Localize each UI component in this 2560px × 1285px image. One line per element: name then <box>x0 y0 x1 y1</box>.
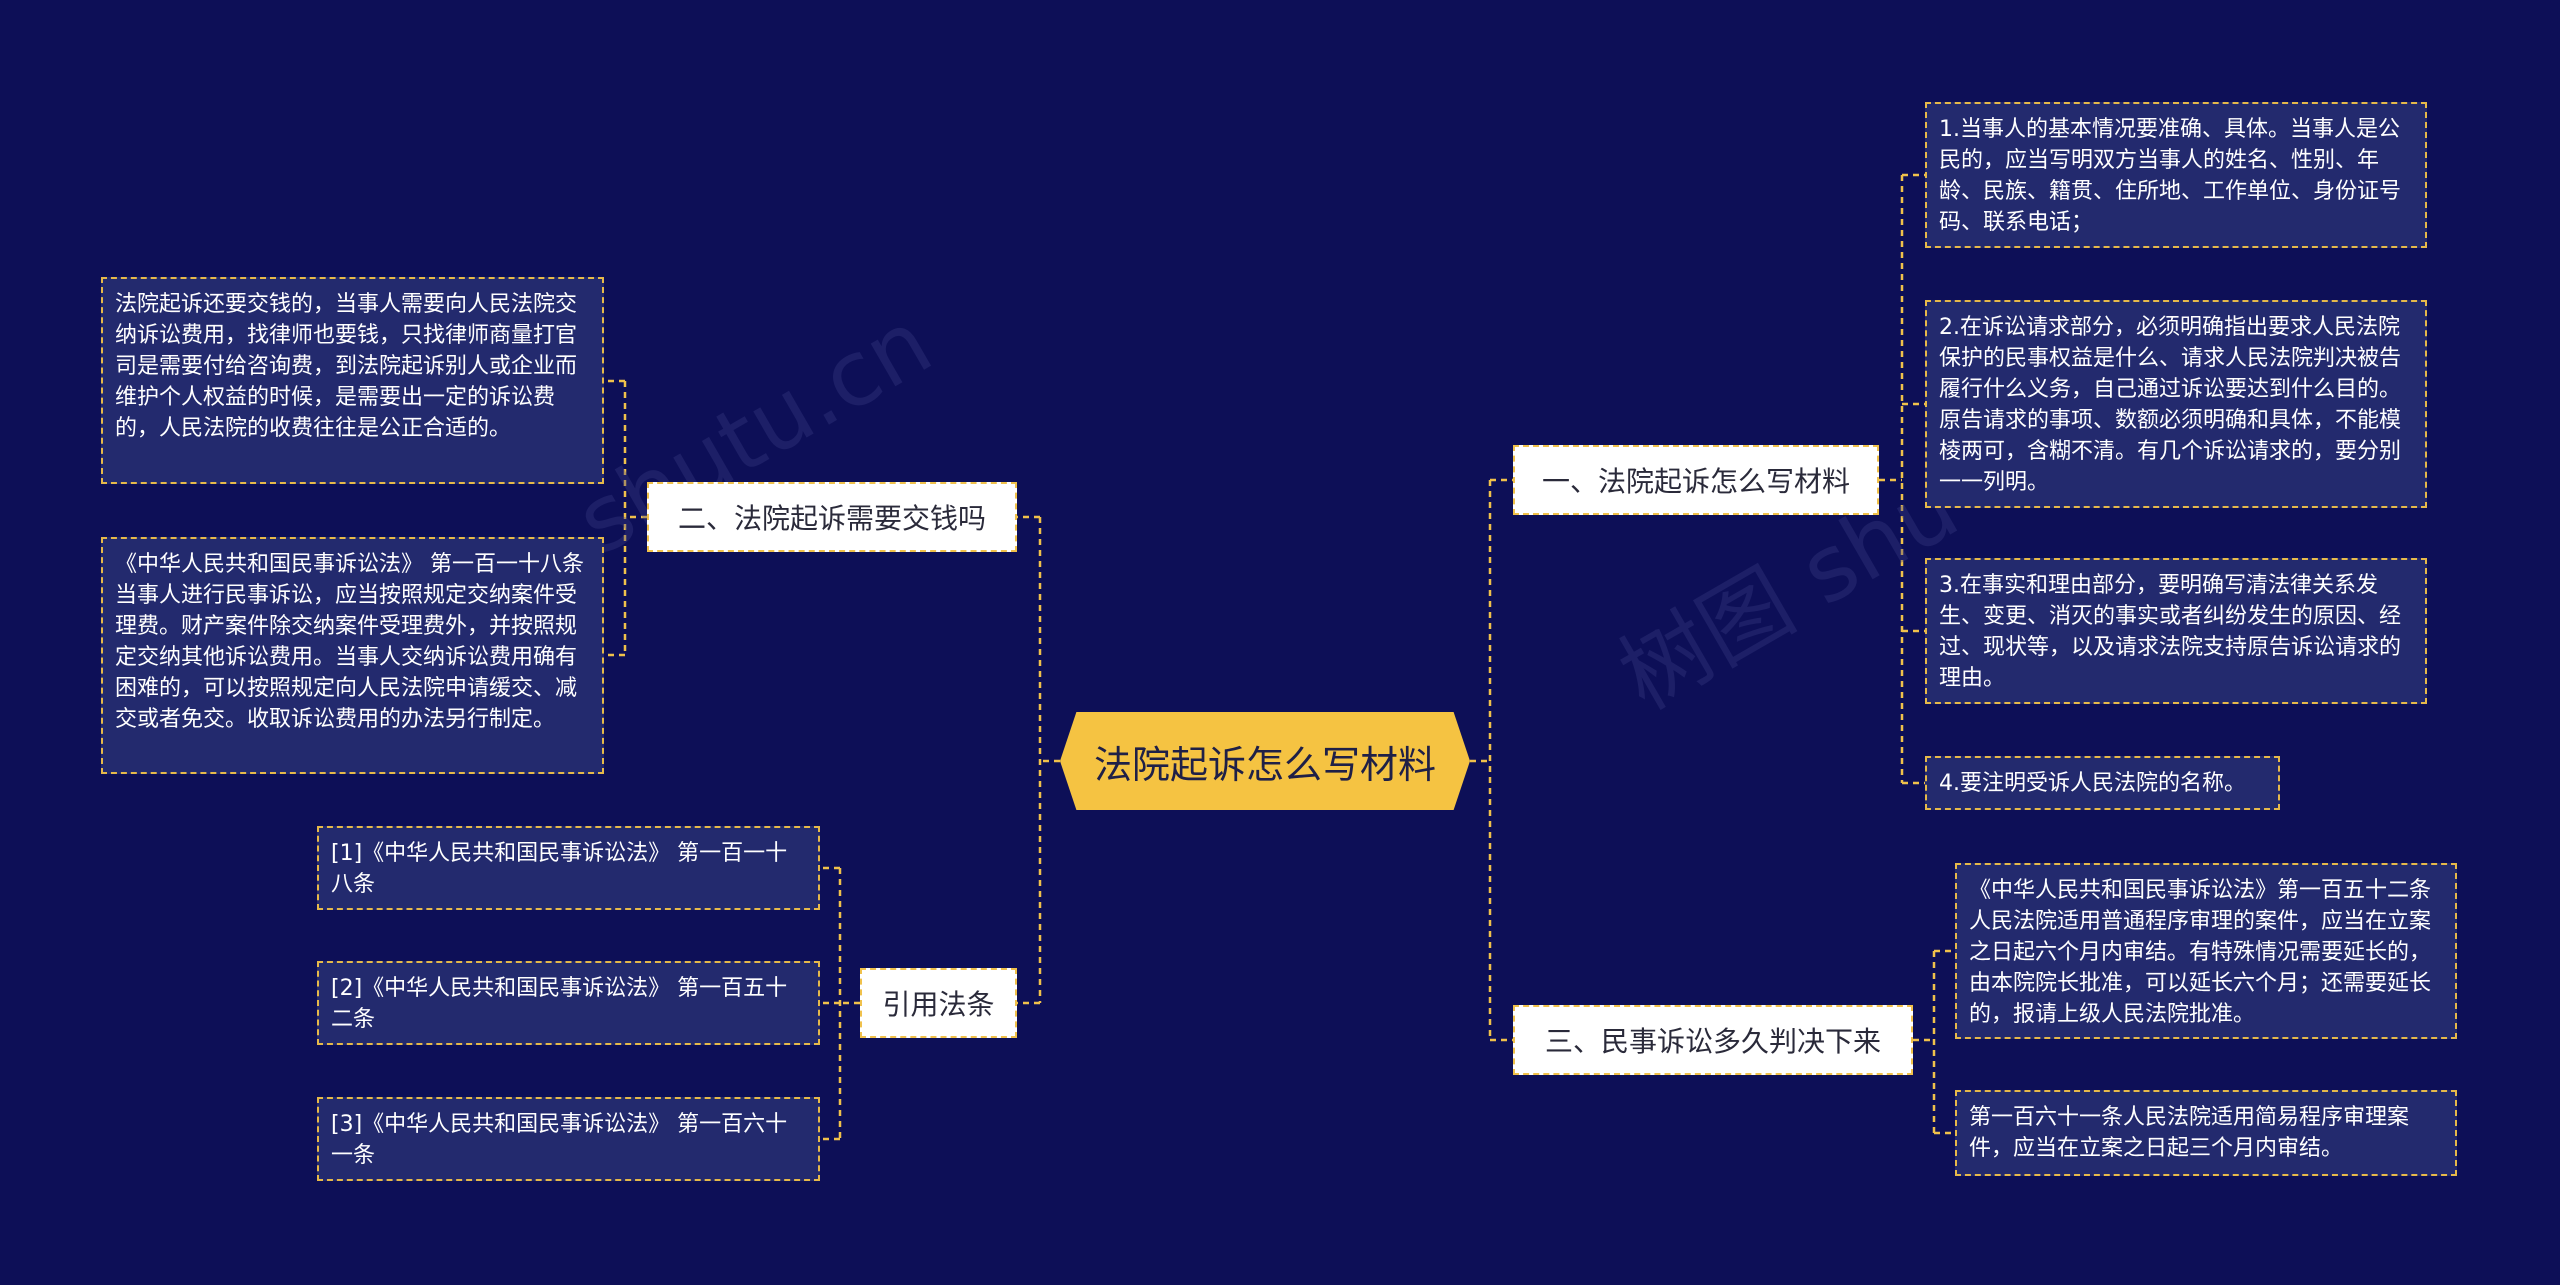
root-right-connector <box>1470 478 1513 1042</box>
branch-judgment-time[interactable]: 三、民事诉讼多久判决下来 <box>1513 1005 1913 1075</box>
branch3-connector <box>1913 949 1955 1135</box>
branch2-connector <box>604 379 647 657</box>
root-left-connector <box>1017 515 1060 1005</box>
leaf-ordinary-procedure[interactable]: 《中华人民共和国民事诉讼法》第一百五十二条人民法院适用普通程序审理的案件，应当在… <box>1955 863 2457 1039</box>
leaf-claims[interactable]: 2.在诉讼请求部分，必须明确指出要求人民法院保护的民事权益是什么、请求人民法院判… <box>1925 300 2427 508</box>
leaf-law-article-118[interactable]: 《中华人民共和国民事诉讼法》 第一百一十八条当事人进行民事诉讼，应当按照规定交纳… <box>101 537 604 774</box>
leaf-simple-procedure[interactable]: 第一百六十一条人民法院适用简易程序审理案件，应当在立案之日起三个月内审结。 <box>1955 1090 2457 1176</box>
leaf-citation-1[interactable]: [1]《中华人民共和国民事诉讼法》 第一百一十八条 <box>317 826 820 910</box>
branch-how-to-write[interactable]: 一、法院起诉怎么写材料 <box>1513 445 1879 515</box>
leaf-party-info[interactable]: 1.当事人的基本情况要准确、具体。当事人是公民的，应当写明双方当事人的姓名、性别… <box>1925 102 2427 248</box>
branch1-connector <box>1879 173 1925 785</box>
root-node[interactable]: 法院起诉怎么写材料 <box>1060 712 1470 810</box>
leaf-court-name[interactable]: 4.要注明受诉人民法院的名称。 <box>1925 756 2280 810</box>
leaf-citation-2[interactable]: [2]《中华人民共和国民事诉讼法》 第一百五十二条 <box>317 961 820 1045</box>
leaf-citation-3[interactable]: [3]《中华人民共和国民事诉讼法》 第一百六十一条 <box>317 1097 820 1181</box>
branch-cited-laws[interactable]: 引用法条 <box>860 968 1017 1038</box>
branch-need-pay[interactable]: 二、法院起诉需要交钱吗 <box>647 482 1017 552</box>
branch4-connector <box>820 866 860 1141</box>
leaf-facts-reasons[interactable]: 3.在事实和理由部分，要明确写清法律关系发生、变更、消灭的事实或者纠纷发生的原因… <box>1925 558 2427 704</box>
leaf-fees-explained[interactable]: 法院起诉还要交钱的，当事人需要向人民法院交纳诉讼费用，找律师也要钱，只找律师商量… <box>101 277 604 484</box>
